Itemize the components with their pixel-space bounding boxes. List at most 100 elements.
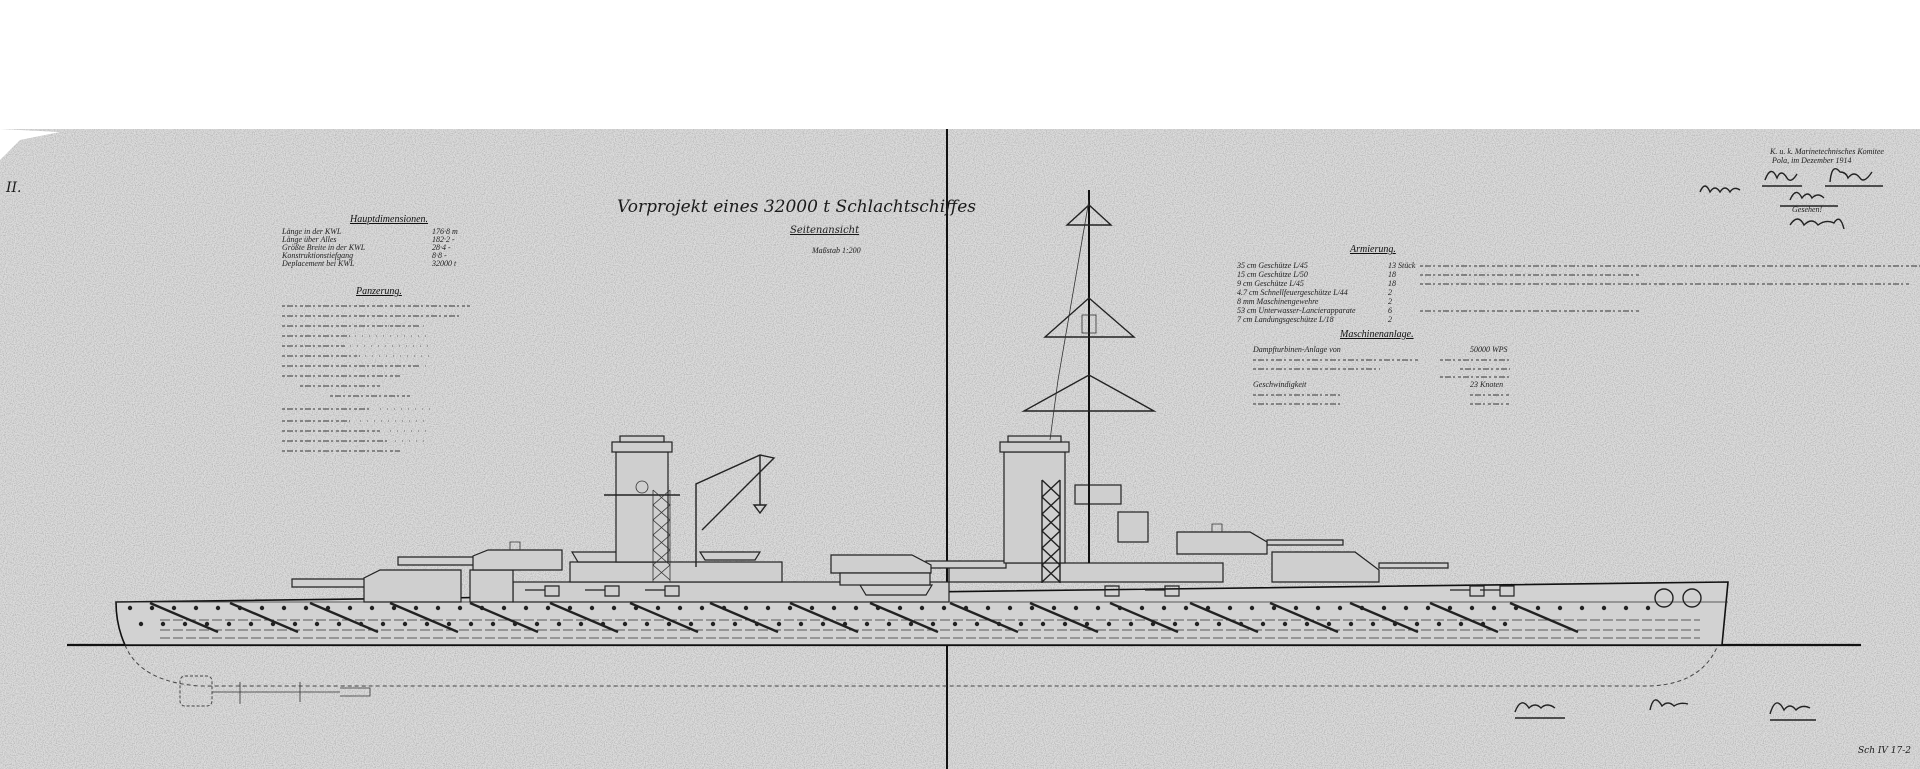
porthole: [215, 605, 221, 611]
stamp-line-1: K. u. k. Marinetechnisches Komitee: [1769, 147, 1884, 156]
porthole: [259, 605, 265, 611]
table-row-label: Konstruktionstiefgang: [281, 251, 353, 260]
porthole: [644, 621, 650, 627]
boat-crane: [695, 454, 776, 567]
bridge-house: [1074, 484, 1122, 505]
table-row-label: 7 cm Landungsgeschütze L/18: [1237, 315, 1334, 324]
porthole: [1194, 621, 1200, 627]
porthole: [336, 621, 342, 627]
table-row-label: 9 cm Geschütze L/45: [1237, 279, 1304, 288]
porthole: [787, 605, 793, 611]
armierung-header: Armierung.: [1349, 244, 1396, 255]
porthole: [1161, 605, 1167, 611]
porthole: [974, 621, 980, 627]
hawse-pipe: [1654, 588, 1674, 608]
porthole: [435, 605, 441, 611]
porthole: [545, 605, 551, 611]
signature: [1699, 185, 1741, 194]
panzerung-header: Panzerung.: [355, 286, 402, 297]
porthole: [798, 621, 804, 627]
porthole: [1216, 621, 1222, 627]
panzerung-table: Panzerung.: [282, 286, 470, 452]
hauptdimensionen-table: Hauptdimensionen. Länge in der KWL 176·8…: [281, 214, 458, 268]
signature: [1514, 702, 1565, 719]
porthole: [1040, 621, 1046, 627]
net-boom: [229, 601, 299, 634]
porthole: [1271, 605, 1277, 611]
table-row-value: 8·8 -: [432, 251, 447, 260]
signature: [1649, 699, 1689, 711]
porthole: [743, 605, 749, 611]
porthole: [446, 621, 452, 627]
forward-lattice-tower: [1040, 479, 1062, 583]
conning-tower: [1117, 511, 1149, 543]
porthole: [171, 605, 177, 611]
hauptdimensionen-header: Hauptdimensionen.: [349, 214, 428, 225]
armierung-table: Armierung. 35 cm Geschütze L/45 13 Stück…: [1236, 244, 1920, 324]
casemate-gun: [1145, 585, 1180, 597]
porthole: [1084, 621, 1090, 627]
porthole: [897, 605, 903, 611]
table-row-label: 4.7 cm Schnellfeuergeschütze L/44: [1237, 288, 1348, 297]
paper-speckle: [0, 129, 1920, 769]
net-boom: [949, 601, 1019, 634]
dot-leaders: [350, 325, 430, 442]
porthole: [1227, 605, 1233, 611]
turret-a: [291, 569, 462, 603]
porthole: [1370, 621, 1376, 627]
porthole: [1106, 621, 1112, 627]
porthole: [160, 621, 166, 627]
porthole: [1458, 621, 1464, 627]
table-row-label: 15 cm Geschütze L/50: [1237, 270, 1308, 279]
porthole: [1007, 605, 1013, 611]
porthole: [204, 621, 210, 627]
porthole: [776, 621, 782, 627]
table-row-value: 50000 WPS: [1470, 345, 1508, 354]
porthole: [1447, 605, 1453, 611]
porthole: [369, 605, 375, 611]
porthole: [1337, 605, 1343, 611]
foremast: [1021, 190, 1157, 563]
porthole: [1557, 605, 1563, 611]
net-boom: [629, 601, 699, 634]
porthole: [1095, 605, 1101, 611]
aft-funnel: [604, 435, 680, 563]
porthole: [611, 605, 617, 611]
net-boom: [549, 601, 619, 634]
portholes: [127, 605, 1651, 627]
porthole: [1326, 621, 1332, 627]
signature: [1762, 170, 1802, 187]
porthole: [930, 621, 936, 627]
porthole: [1645, 605, 1651, 611]
porthole: [556, 621, 562, 627]
porthole: [919, 605, 925, 611]
porthole: [1304, 621, 1310, 627]
table-row-value: 18: [1388, 279, 1396, 288]
porthole: [127, 605, 133, 611]
porthole: [501, 605, 507, 611]
turret-b: [397, 541, 563, 603]
porthole: [281, 605, 287, 611]
porthole: [908, 621, 914, 627]
porthole: [886, 621, 892, 627]
net-boom: [1109, 601, 1179, 634]
underwater-hull: [124, 644, 1719, 687]
archive-reference: Sch IV 17-2: [1858, 746, 1911, 756]
porthole: [314, 621, 320, 627]
table-row-value: 18: [1388, 270, 1396, 279]
signature: [1825, 168, 1883, 187]
signature: [1780, 191, 1838, 207]
porthole: [1018, 621, 1024, 627]
porthole: [303, 605, 309, 611]
signature: [1789, 218, 1845, 230]
porthole: [666, 621, 672, 627]
porthole: [820, 621, 826, 627]
porthole: [1183, 605, 1189, 611]
hawse-pipe: [1682, 588, 1702, 608]
porthole: [1414, 621, 1420, 627]
porthole: [589, 605, 595, 611]
net-boom: [469, 601, 539, 634]
approval-stamp: K. u. k. Marinetechnisches Komitee Pola,…: [1514, 147, 1911, 756]
battleship-side-view: [67, 190, 1861, 707]
